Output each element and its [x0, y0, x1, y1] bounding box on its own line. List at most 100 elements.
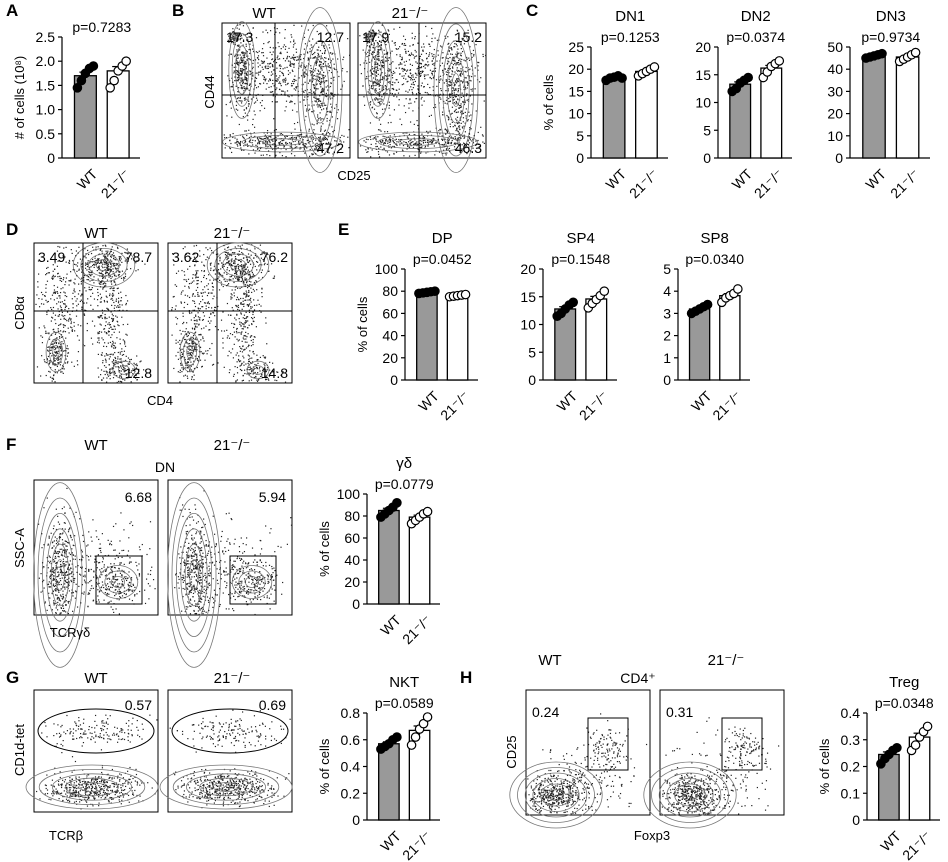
event-dot	[289, 137, 291, 139]
event-dot	[268, 63, 271, 65]
event-dot	[180, 364, 182, 366]
event-dot	[237, 78, 240, 81]
event-dot	[386, 78, 388, 80]
event-dot	[112, 299, 114, 301]
event-dot	[323, 118, 325, 120]
event-dot	[396, 89, 398, 91]
event-dot	[245, 108, 248, 110]
event-dot	[386, 131, 389, 133]
event-dot	[262, 60, 264, 63]
event-dot	[320, 142, 322, 145]
event-dot	[74, 283, 76, 285]
event-dot	[101, 379, 103, 381]
event-dot	[428, 55, 430, 57]
event-dot	[117, 297, 120, 299]
event-dot	[122, 368, 124, 371]
event-dot	[309, 70, 311, 72]
event-dot	[459, 134, 461, 137]
event-dot	[484, 54, 487, 57]
event-dot	[117, 362, 119, 365]
event-dot	[251, 276, 253, 278]
event-dot	[307, 58, 310, 60]
event-dot	[424, 147, 426, 149]
event-dot	[291, 80, 294, 82]
event-dot	[46, 358, 48, 360]
event-dot	[264, 367, 266, 369]
event-dot	[468, 137, 471, 139]
event-dot	[312, 57, 314, 59]
event-dot	[185, 328, 187, 330]
event-dot	[310, 74, 312, 76]
event-dot	[472, 147, 474, 149]
event-dot	[281, 142, 283, 145]
event-dot	[482, 135, 484, 137]
event-dot	[419, 67, 421, 69]
event-dot	[282, 57, 285, 60]
event-dot	[387, 122, 389, 124]
event-dot	[321, 44, 323, 46]
event-dot	[328, 58, 330, 61]
event-dot	[448, 141, 450, 143]
event-dot	[290, 153, 293, 155]
event-dot	[458, 125, 460, 127]
event-dot	[387, 136, 390, 138]
event-dot	[93, 298, 96, 300]
event-dot	[267, 253, 269, 256]
event-dot	[107, 273, 110, 275]
event-dot	[87, 260, 89, 262]
event-dot	[193, 317, 195, 319]
event-dot	[262, 258, 264, 261]
event-dot	[318, 117, 320, 120]
event-dot	[111, 246, 113, 248]
event-dot	[320, 58, 322, 60]
event-dot	[379, 102, 381, 104]
event-dot	[445, 37, 447, 39]
event-dot	[230, 259, 232, 261]
event-dot	[316, 61, 318, 63]
event-dot	[293, 80, 295, 83]
event-dot	[230, 100, 232, 102]
event-dot	[249, 70, 251, 72]
event-dot	[249, 369, 251, 371]
event-dot	[471, 65, 473, 67]
event-dot	[396, 48, 398, 50]
event-dot	[185, 342, 187, 344]
event-dot	[254, 114, 256, 116]
event-dot	[112, 287, 114, 290]
event-dot	[233, 43, 235, 45]
event-dot	[409, 69, 411, 72]
event-dot	[462, 121, 464, 123]
event-dot	[482, 53, 484, 56]
panel-letter-b: B	[172, 1, 184, 20]
event-dot	[189, 349, 191, 351]
event-dot	[368, 31, 370, 33]
event-dot	[114, 372, 117, 374]
d-wt-density	[35, 242, 152, 384]
event-dot	[451, 58, 454, 60]
event-dot	[282, 144, 284, 146]
event-dot	[53, 299, 55, 301]
event-dot	[242, 61, 244, 64]
event-dot	[238, 280, 240, 282]
event-dot	[259, 244, 262, 246]
event-dot	[236, 372, 239, 374]
event-dot	[193, 349, 195, 351]
event-dot	[371, 35, 374, 37]
event-dot	[197, 312, 199, 314]
event-dot	[124, 379, 126, 381]
event-dot	[114, 325, 116, 328]
event-dot	[245, 78, 247, 80]
event-dot	[209, 263, 212, 265]
event-dot	[341, 67, 344, 70]
event-dot	[329, 96, 331, 98]
event-dot	[359, 35, 361, 37]
event-dot	[60, 288, 62, 290]
event-dot	[378, 88, 381, 90]
event-dot	[474, 67, 476, 69]
event-dot	[305, 143, 307, 145]
event-dot	[58, 330, 60, 333]
event-dot	[467, 84, 469, 86]
event-dot	[108, 331, 110, 333]
event-dot	[315, 139, 317, 141]
event-dot	[254, 59, 257, 61]
